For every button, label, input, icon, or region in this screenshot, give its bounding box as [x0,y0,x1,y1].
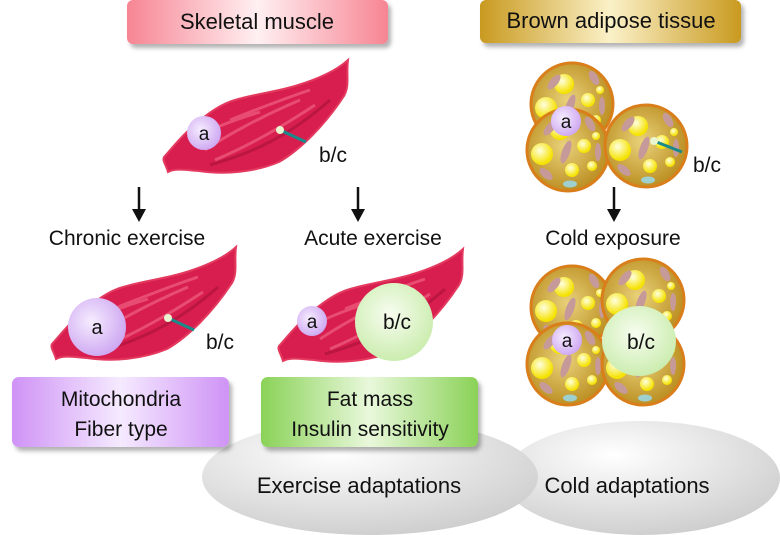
mitochondria-label: Mitochondria [61,388,182,411]
nucleus-bc-enlarged [355,283,433,361]
nucleus-a [187,116,221,150]
brown-adipose-title: Brown adipose tissue [506,8,715,33]
cold-adaptations-label: Cold adaptations [544,473,709,498]
nucleus-a-enlarged [68,298,126,356]
pointer-line [279,128,307,144]
nucleus-a-label: a [562,331,573,352]
skeletal-muscle-title: Skeletal muscle [180,9,334,34]
nucleus-a [297,306,327,336]
fiber-type-label: Fiber type [74,418,167,441]
nucleus-a-label: a [199,124,210,145]
muscle-fiber-baseline: a b/c [161,58,350,175]
skeletal-muscle-header: Skeletal muscle [127,0,388,44]
chronic-exercise-label: Chronic exercise [49,227,205,250]
brown-adipocyte-cluster-cold: a b/c [525,257,686,407]
nucleus-a [552,325,582,355]
acute-exercise-label: Acute exercise [304,227,442,250]
nucleus-bc-dot [164,314,172,322]
nucleus-a-label: a [561,112,572,133]
arrow-chronic [132,187,146,222]
adaptations-background: Exercise adaptations Cold adaptations [202,419,780,535]
insulin-sensitivity-label: Insulin sensitivity [291,418,449,441]
cold-adaptations-ellipse [504,421,780,535]
pointer-line [653,139,683,154]
pointer-line [167,316,195,332]
bc-label: b/c [319,144,347,167]
acute-outcome-box: Fat mass Insulin sensitivity [261,377,478,447]
chronic-outcome-box: Mitochondria Fiber type [12,377,229,447]
nucleus-bc-label: b/c [627,331,655,354]
nucleus-bc-dot [276,126,284,134]
muscle-fiber-acute: a b/c [276,247,465,364]
bc-label: b/c [206,331,234,354]
nucleus-a-label: a [91,317,103,339]
nucleus-a [551,106,581,136]
nucleus-bc-label: b/c [383,311,411,334]
arrow-acute [351,187,365,222]
adipocyte [603,103,689,189]
nucleus-a-label: a [307,312,318,333]
nucleus-bc-enlarged [602,306,676,376]
arrow-cold [607,187,621,222]
exercise-adaptations-ellipse [202,419,538,535]
bc-label: b/c [693,154,721,177]
brown-adipocyte-cluster-baseline: a b/c [525,61,721,193]
muscle-fiber-chronic: a b/c [49,245,238,362]
brown-adipose-header: Brown adipose tissue [480,0,741,43]
exercise-adaptations-label: Exercise adaptations [257,473,461,498]
fat-mass-label: Fat mass [327,388,413,411]
cold-exposure-label: Cold exposure [545,227,680,250]
nucleus-bc-dot [650,137,658,145]
